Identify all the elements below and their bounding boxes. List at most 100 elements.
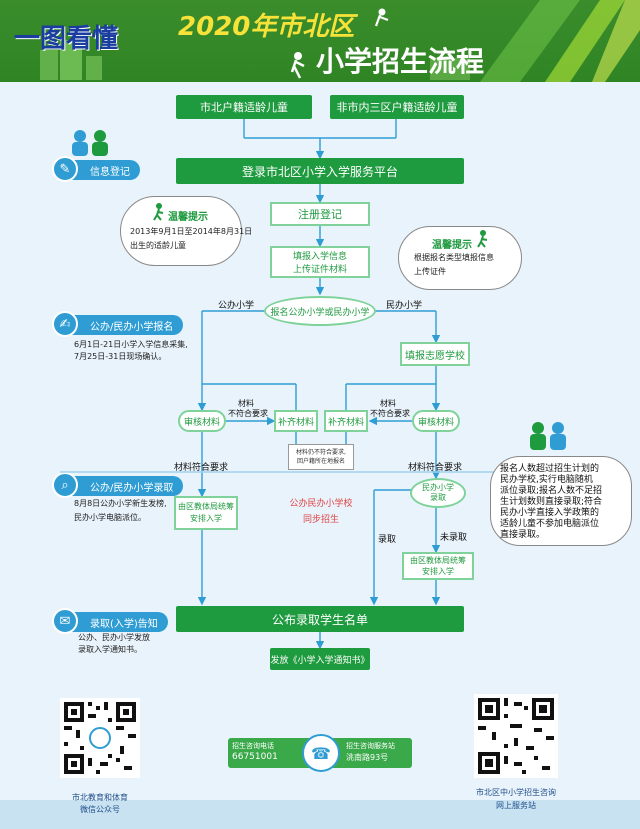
tip-cloud-right [398,226,522,290]
hotline-info: 招生咨询电话 66751001 [232,741,278,763]
box-supplement-right: 补齐材料 [324,410,368,432]
side-note-line: 民办学校,实行电脑随机 [500,475,593,485]
label-match-right: 材料符合要求 [408,463,463,473]
box-still-mismatch: 材料仍不符合要求, 回户籍所在地报名 [288,444,354,470]
simultaneous-recruit: 公办民办小学校 同步招生 [276,496,366,528]
admit-note-1: 8月8日公办小学新生发榜, [74,499,167,508]
mismatch-left-1: 材料 [238,399,254,408]
side-note-line: 报名人数超过招生计划的 [500,464,600,474]
side-note-line: 适龄儿童不参加电脑派位 [500,519,600,529]
mismatch-left-2: 不符合要求 [228,409,268,418]
station-label: 招生咨询服务站 [346,742,395,750]
step-apply: 公办/民办小学报名 [62,315,184,335]
label-admitted: 录取 [378,535,397,545]
side-note-text: 报名人数超过招生计划的 民办学校,实行电脑随机 派位录取;报名人数不足招 生计划… [500,464,602,541]
box-review-left: 审核材料 [178,410,226,432]
qr-code-wechat [60,698,140,778]
box-review-right: 审核材料 [412,410,460,432]
side-note-line: 生计划数则直接录取;符合 [500,497,603,507]
edu-bureau-left-2: 安排入学 [190,514,222,523]
still-mismatch-line2: 回户籍所在地报名 [296,458,345,465]
fill-info-line2: 上传证件材料 [292,265,347,275]
step-label: 录取(入学)告知 [90,618,158,630]
label-public: 公办小学 [218,301,255,311]
edu-bureau-right-2: 安排入学 [422,567,454,576]
step-label: 信息登记 [90,166,130,178]
label-not-admitted: 未录取 [440,533,468,543]
box-edu-bureau-right: 由区教体局统筹 安排入学 [402,552,474,580]
header-title-year: 2020年市北区 [178,12,355,42]
edu-bureau-right-1: 由区教体局统筹 [410,556,466,565]
step-label: 公办/民办小学录取 [90,482,174,494]
qr-caption-left-2: 微信公众号 [80,805,120,814]
footer-band [0,800,640,829]
qr-caption-right-2: 网上服务站 [496,801,536,810]
notice-note-1: 公办、民办小学发放 [78,633,150,642]
hotline-label: 招生咨询电话 [232,742,274,750]
admit-note-2: 民办小学电脑派位。 [74,513,146,522]
box-other-children: 非市内三区户籍适龄儿童 [330,95,464,119]
logo-text: 一图看懂 [14,24,119,54]
qr-caption-right-1: 市北区中小学招生咨询 [476,788,556,797]
label-private: 民办小学 [386,301,423,311]
header-decoration [40,0,640,82]
box-wish-school: 填报志愿学校 [400,342,470,366]
phone-icon: ☎ [302,734,340,772]
tip-cloud-left [120,196,242,266]
private-admit-1: 民办小学 [422,483,454,492]
tip-left-line2: 出生的适龄儿童 [130,241,186,250]
simultaneous-line2: 同步招生 [302,515,339,525]
walking-child-icon [477,230,488,248]
box-fill-info: 填报入学信息 上传证件材料 [270,246,370,278]
apply-note-1: 6月1日-21日小学入学信息采集, [74,340,188,349]
still-mismatch-line1: 材料仍不符合要求, [296,449,346,456]
private-admit-2: 录取 [430,493,446,502]
step-label: 公办/民办小学报名 [90,321,174,333]
box-register: 注册登记 [270,202,370,226]
megaphone-icon: ✉ [52,608,78,634]
box-platform: 登录市北区小学入学服务平台 [176,158,464,184]
station-info: 招生咨询服务站 洮南路93号 [346,741,395,763]
magnifier-icon: ⌕ [52,472,78,498]
walking-child-icon [153,203,164,221]
header-banner [0,0,640,82]
notice-note-2: 录取入学通知书。 [78,645,142,654]
box-choose-school: 报名公办小学或民办小学 [264,296,376,326]
qr-caption-left-1: 市北教育和体育 [72,793,128,802]
step-admit: 公办/民办小学录取 [62,476,184,496]
step-info-register: 信息登记 [62,160,140,180]
pencil-icon: ✍ [52,311,78,337]
tip-right-title: 温馨提示 [432,240,472,251]
mismatch-right-2: 不符合要求 [370,409,410,418]
children-icon [530,422,566,450]
side-note-line: 民办小学直接入学政策的 [500,508,600,518]
document-icon: ✎ [52,156,78,182]
box-issue-notice: 发放《小学入学通知书》 [270,648,370,670]
box-private-admit: 民办小学 录取 [410,478,466,508]
header-title-main: 小学招生流程 [316,45,485,78]
step-notice: 录取(入学)告知 [62,612,168,632]
box-publish-list: 公布录取学生名单 [176,606,464,632]
label-match-left: 材料符合要求 [174,463,229,473]
station-address: 洮南路93号 [346,753,389,762]
edu-bureau-left-1: 由区教体局统筹 [178,502,234,511]
tip-left-line1: 2013年9月1日至2014年8月31日 [130,227,253,236]
hotline-number: 66751001 [232,752,278,762]
tip-right-line2: 上传证件 [414,267,446,276]
tip-left-title: 温馨提示 [168,212,208,223]
qr-caption-left: 市北教育和体育 微信公众号 [50,792,150,816]
fill-info-line1: 填报入学信息 [292,252,347,262]
simultaneous-line1: 公办民办小学校 [289,499,353,509]
qr-code-service [474,694,558,778]
qr-code-icon [478,698,554,774]
box-supplement-left: 补齐材料 [274,410,318,432]
qr-code-icon [64,702,136,774]
side-note-cloud [490,456,632,546]
apply-note-2: 7月25日-31日现场确认。 [74,352,167,361]
qr-caption-right: 市北区中小学招生咨询 网上服务站 [464,786,568,812]
side-note-line: 直接录取。 [500,530,546,540]
tip-right-line1: 根据报名类型填报信息 [414,253,494,262]
box-local-children: 市北户籍适龄儿童 [176,95,312,119]
side-note-line: 派位录取;报名人数不足招 [500,486,603,496]
